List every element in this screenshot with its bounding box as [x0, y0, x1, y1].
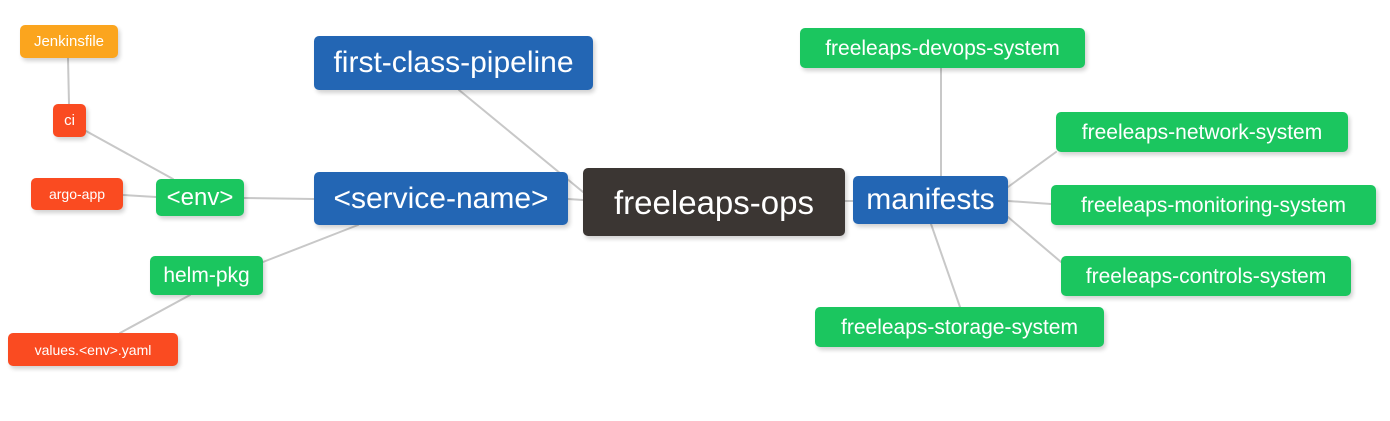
node-label-storage-system: freeleaps-storage-system	[841, 315, 1078, 339]
edge-env-to-ci	[85, 130, 174, 180]
node-label-manifests: manifests	[866, 183, 995, 216]
edge-service-name-to-helm-pkg	[262, 224, 359, 263]
node-label-root: freeleaps-ops	[614, 183, 814, 221]
node-label-devops-system: freeleaps-devops-system	[825, 36, 1060, 60]
edge-env-to-argo-app	[122, 194, 157, 198]
mindmap-node-devops-system[interactable]: freeleaps-devops-system	[800, 28, 1085, 68]
node-label-argo-app: argo-app	[48, 186, 106, 202]
mindmap-node-root[interactable]: freeleaps-ops	[583, 168, 845, 236]
node-label-controls-system: freeleaps-controls-system	[1085, 264, 1327, 288]
mindmap-node-service-name[interactable]: <service-name>	[314, 172, 568, 225]
edge-root-to-service-name	[567, 198, 584, 201]
node-label-service-name: <service-name>	[333, 181, 549, 215]
node-label-helm-pkg: helm-pkg	[163, 264, 250, 287]
node-label-network-system: freeleaps-network-system	[1081, 120, 1323, 144]
edge-manifests-to-monitoring-system	[1007, 200, 1052, 205]
edge-manifests-to-storage-system	[930, 223, 961, 308]
node-label-values-yaml: values.<env>.yaml	[34, 341, 152, 358]
edge-ci-to-jenkinsfile	[67, 57, 70, 105]
node-label-first-class-pipeline: first-class-pipeline	[333, 46, 574, 79]
mindmap-node-first-class-pipeline[interactable]: first-class-pipeline	[314, 36, 593, 90]
mindmap-node-helm-pkg[interactable]: helm-pkg	[150, 256, 263, 295]
mindmap-node-env[interactable]: <env>	[156, 179, 244, 216]
mindmap-node-network-system[interactable]: freeleaps-network-system	[1056, 112, 1348, 152]
node-label-monitoring-system: freeleaps-monitoring-system	[1081, 193, 1346, 217]
mindmap-node-manifests[interactable]: manifests	[853, 176, 1008, 224]
mindmap-node-values-yaml[interactable]: values.<env>.yaml	[8, 333, 178, 366]
edge-manifests-to-network-system	[1007, 151, 1057, 188]
mindmap-node-ci[interactable]: ci	[53, 104, 86, 137]
edge-helm-pkg-to-values-yaml	[119, 294, 191, 334]
node-label-ci: ci	[64, 112, 75, 129]
mindmap-node-jenkinsfile[interactable]: Jenkinsfile	[20, 25, 118, 58]
mindmap-node-controls-system[interactable]: freeleaps-controls-system	[1061, 256, 1351, 296]
node-label-jenkinsfile: Jenkinsfile	[33, 33, 105, 50]
edge-service-name-to-env	[243, 197, 315, 200]
mindmap-node-monitoring-system[interactable]: freeleaps-monitoring-system	[1051, 185, 1376, 225]
mindmap-node-argo-app[interactable]: argo-app	[31, 178, 123, 210]
mindmap-node-storage-system[interactable]: freeleaps-storage-system	[815, 307, 1104, 347]
node-label-env: <env>	[166, 183, 234, 211]
